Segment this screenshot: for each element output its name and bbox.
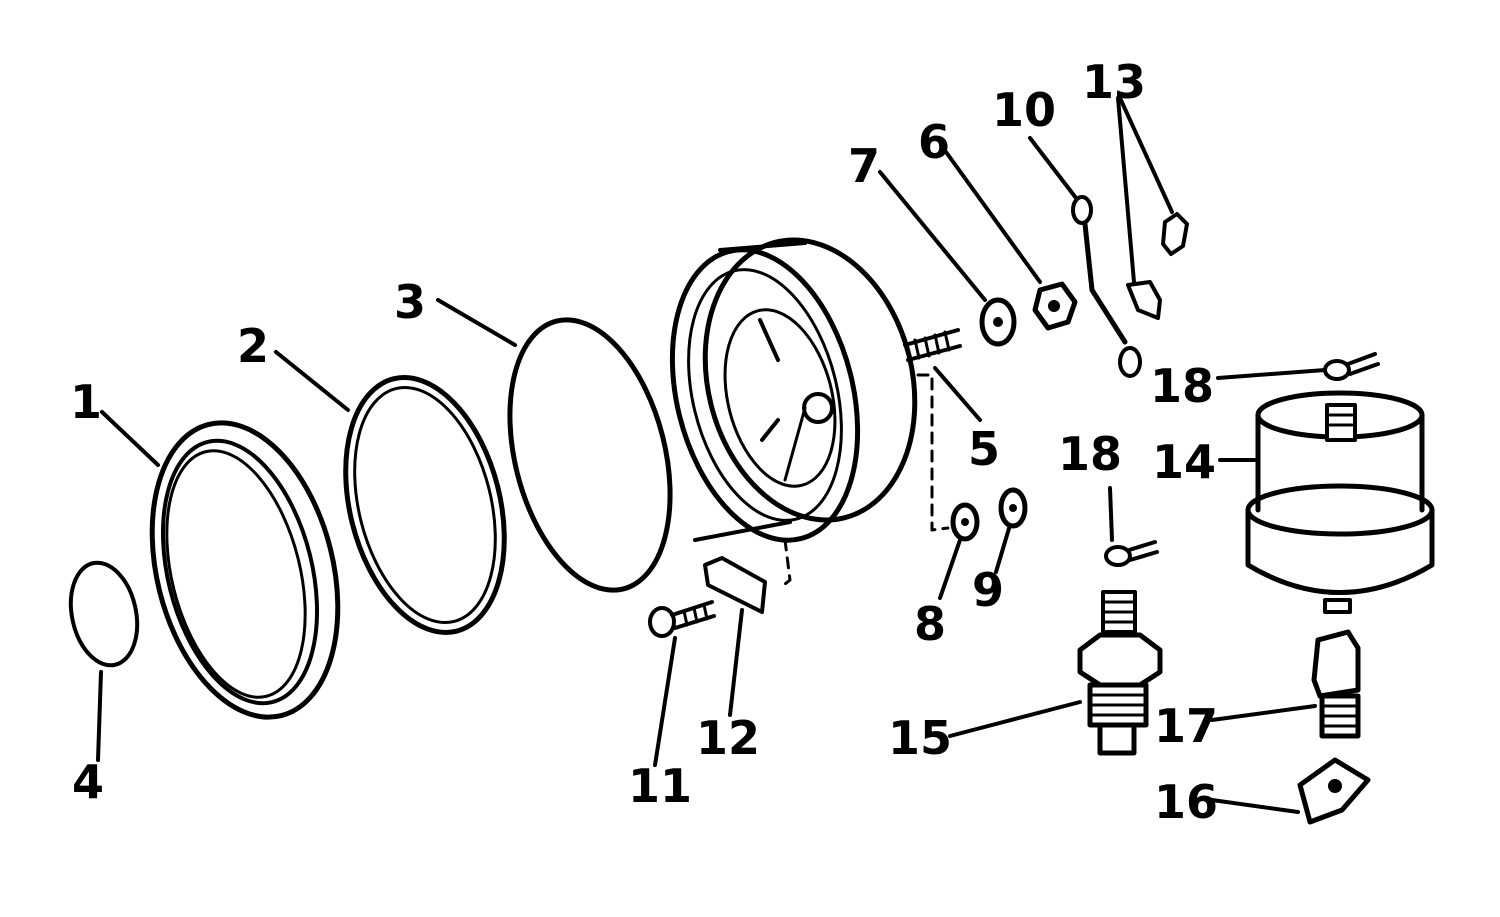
callout-13: 13 (1082, 55, 1146, 109)
part-small-lens (68, 560, 140, 668)
part-washer-small (998, 487, 1028, 529)
part-spring-clip (1297, 757, 1371, 825)
part-sender (1245, 390, 1435, 614)
part-gauge-body (669, 237, 962, 590)
part-screw (648, 600, 716, 638)
part-lens (507, 317, 673, 593)
callout-15: 15 (888, 711, 952, 765)
part-ring-terminal-upper (1323, 352, 1380, 381)
leader-lines (96, 96, 1327, 814)
callout-6: 6 (918, 115, 950, 169)
callout-2: 2 (237, 319, 269, 373)
callout-labels: 1 2 3 4 5 6 7 8 9 10 11 12 13 14 15 16 1… (70, 55, 1218, 829)
callout-17: 17 (1154, 699, 1218, 753)
callout-1: 1 (70, 375, 102, 429)
callout-9: 9 (972, 563, 1004, 617)
part-bezel-ring (149, 420, 341, 720)
part-terminals (1126, 212, 1189, 320)
part-gasket-ring (343, 375, 507, 635)
part-ring-terminal-lower (1104, 540, 1159, 567)
callout-7: 7 (848, 139, 880, 193)
callout-18-lower: 18 (1058, 427, 1122, 481)
callout-16: 16 (1154, 775, 1218, 829)
part-switch (1077, 590, 1163, 756)
callout-14: 14 (1152, 435, 1216, 489)
callout-4: 4 (72, 755, 104, 809)
callout-8: 8 (914, 597, 946, 651)
part-nut (1032, 281, 1078, 331)
callout-12: 12 (696, 711, 760, 765)
callout-11: 11 (628, 759, 692, 813)
part-clip (703, 556, 767, 614)
callout-10: 10 (992, 83, 1056, 137)
part-flat-washer (950, 502, 980, 542)
callout-3: 3 (394, 275, 426, 329)
callout-5: 5 (968, 422, 1000, 476)
part-wire-strap (1071, 195, 1142, 378)
part-fitting (1311, 629, 1361, 739)
part-lock-washer (979, 297, 1017, 347)
callout-18-upper: 18 (1150, 359, 1214, 413)
